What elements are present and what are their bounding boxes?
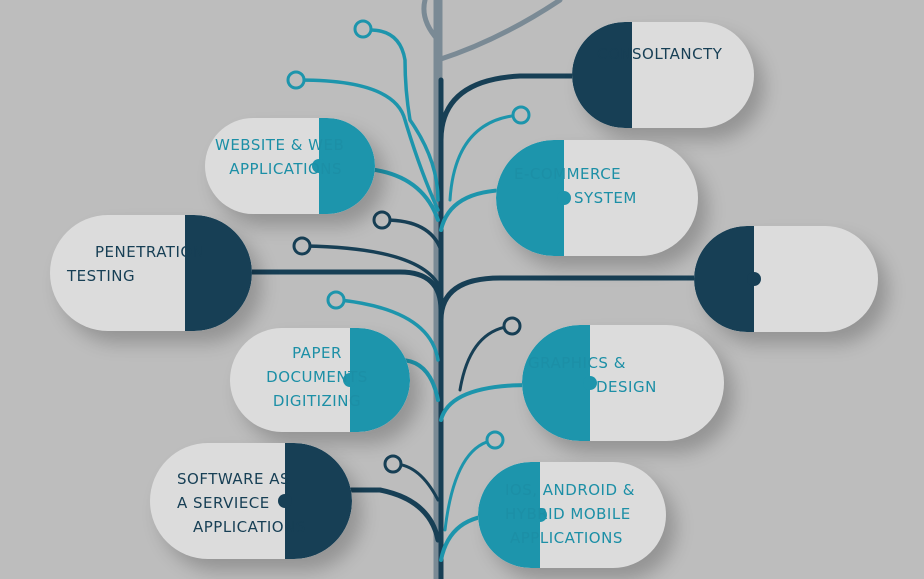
node-mobile-label: IOS, ANDROID & HYBRID MOBILE APPLICATION… bbox=[505, 478, 635, 550]
branch-graphics-circle bbox=[458, 324, 514, 392]
pill-dot bbox=[583, 376, 597, 390]
branch-top-left bbox=[421, 0, 441, 43]
node-ecommerce-label: E-COMMERCE SYSTEM bbox=[514, 162, 637, 210]
node-paper bbox=[230, 328, 410, 432]
node-line: HYBRID MOBILE bbox=[505, 505, 631, 523]
branch-circle-220 bbox=[383, 218, 443, 252]
node-line: IOS, ANDROID & bbox=[505, 481, 635, 499]
node-line: CONSOLTANCTY bbox=[597, 45, 723, 63]
node-line: DOCUMENTS bbox=[266, 368, 368, 386]
node-graphics bbox=[522, 325, 724, 441]
branch-blank bbox=[438, 275, 723, 323]
branch-circle-245 bbox=[303, 244, 443, 292]
node-line: E-COMMERCE bbox=[514, 165, 622, 183]
node-line: PENETRATION bbox=[95, 243, 205, 261]
branch-end-circle bbox=[511, 105, 531, 125]
branch-top-circle-1 bbox=[368, 28, 440, 202]
node-line: A SERVIECE bbox=[177, 494, 270, 512]
node-line: WEBSITE & WEB bbox=[215, 136, 345, 154]
branch-consultancy bbox=[438, 73, 603, 143]
node-line: TESTING bbox=[67, 267, 136, 285]
branch-graphics bbox=[439, 383, 532, 422]
pill-dot bbox=[533, 508, 547, 522]
node-graphics-label: GRAPHICS & DESIGN bbox=[528, 351, 657, 399]
node-line: SYSTEM bbox=[574, 189, 637, 207]
branch-end-circle bbox=[292, 236, 312, 256]
node-website-label: WEBSITE & WEB APPLICATIONS bbox=[215, 133, 344, 181]
branch-ecommerce-circle bbox=[448, 113, 522, 202]
node-paper-label: PAPER DOCUMENTS DIGITIZING bbox=[258, 341, 376, 413]
node-website bbox=[205, 118, 375, 214]
branch-end-circle bbox=[286, 70, 306, 90]
pill-dot bbox=[343, 373, 357, 387]
node-line: DESIGN bbox=[596, 378, 657, 396]
node-line: GRAPHICS & bbox=[528, 354, 626, 372]
branch-end-circle bbox=[326, 290, 346, 310]
branch-top-circle-2 bbox=[298, 78, 440, 212]
pill-dot bbox=[747, 272, 761, 286]
node-consultancy bbox=[572, 22, 754, 128]
node-ecommerce bbox=[496, 140, 698, 256]
branch-end-circle bbox=[502, 316, 522, 336]
branch-end-circle bbox=[383, 454, 403, 474]
node-line: SOFTWARE AS bbox=[177, 470, 291, 488]
pill-dot bbox=[278, 494, 292, 508]
branch-paper-circle bbox=[338, 298, 440, 362]
node-consultancy-label: CONSOLTANCTY bbox=[597, 42, 722, 66]
branch-end-circle bbox=[372, 210, 392, 230]
branch-penetration bbox=[237, 269, 444, 313]
node-line: DIGITIZING bbox=[272, 392, 362, 410]
branch-end-circle bbox=[353, 19, 373, 39]
pill-dot bbox=[312, 159, 326, 173]
node-line: PAPER bbox=[292, 344, 342, 362]
branch-saas bbox=[317, 487, 441, 543]
pill-dot bbox=[557, 191, 571, 205]
node-saas-label: SOFTWARE AS A SERVIECE APPLICATIONS bbox=[177, 467, 306, 539]
branch-end-circle bbox=[485, 430, 505, 450]
node-blank bbox=[694, 226, 878, 332]
node-line: APPLICATIONS bbox=[193, 518, 306, 536]
node-line: APPLICATIONS bbox=[510, 529, 623, 547]
node-penetration-label: PENETRATION TESTING bbox=[67, 240, 204, 288]
node-line: APPLICATIONS bbox=[229, 160, 343, 178]
branch-top-right bbox=[435, 0, 563, 63]
